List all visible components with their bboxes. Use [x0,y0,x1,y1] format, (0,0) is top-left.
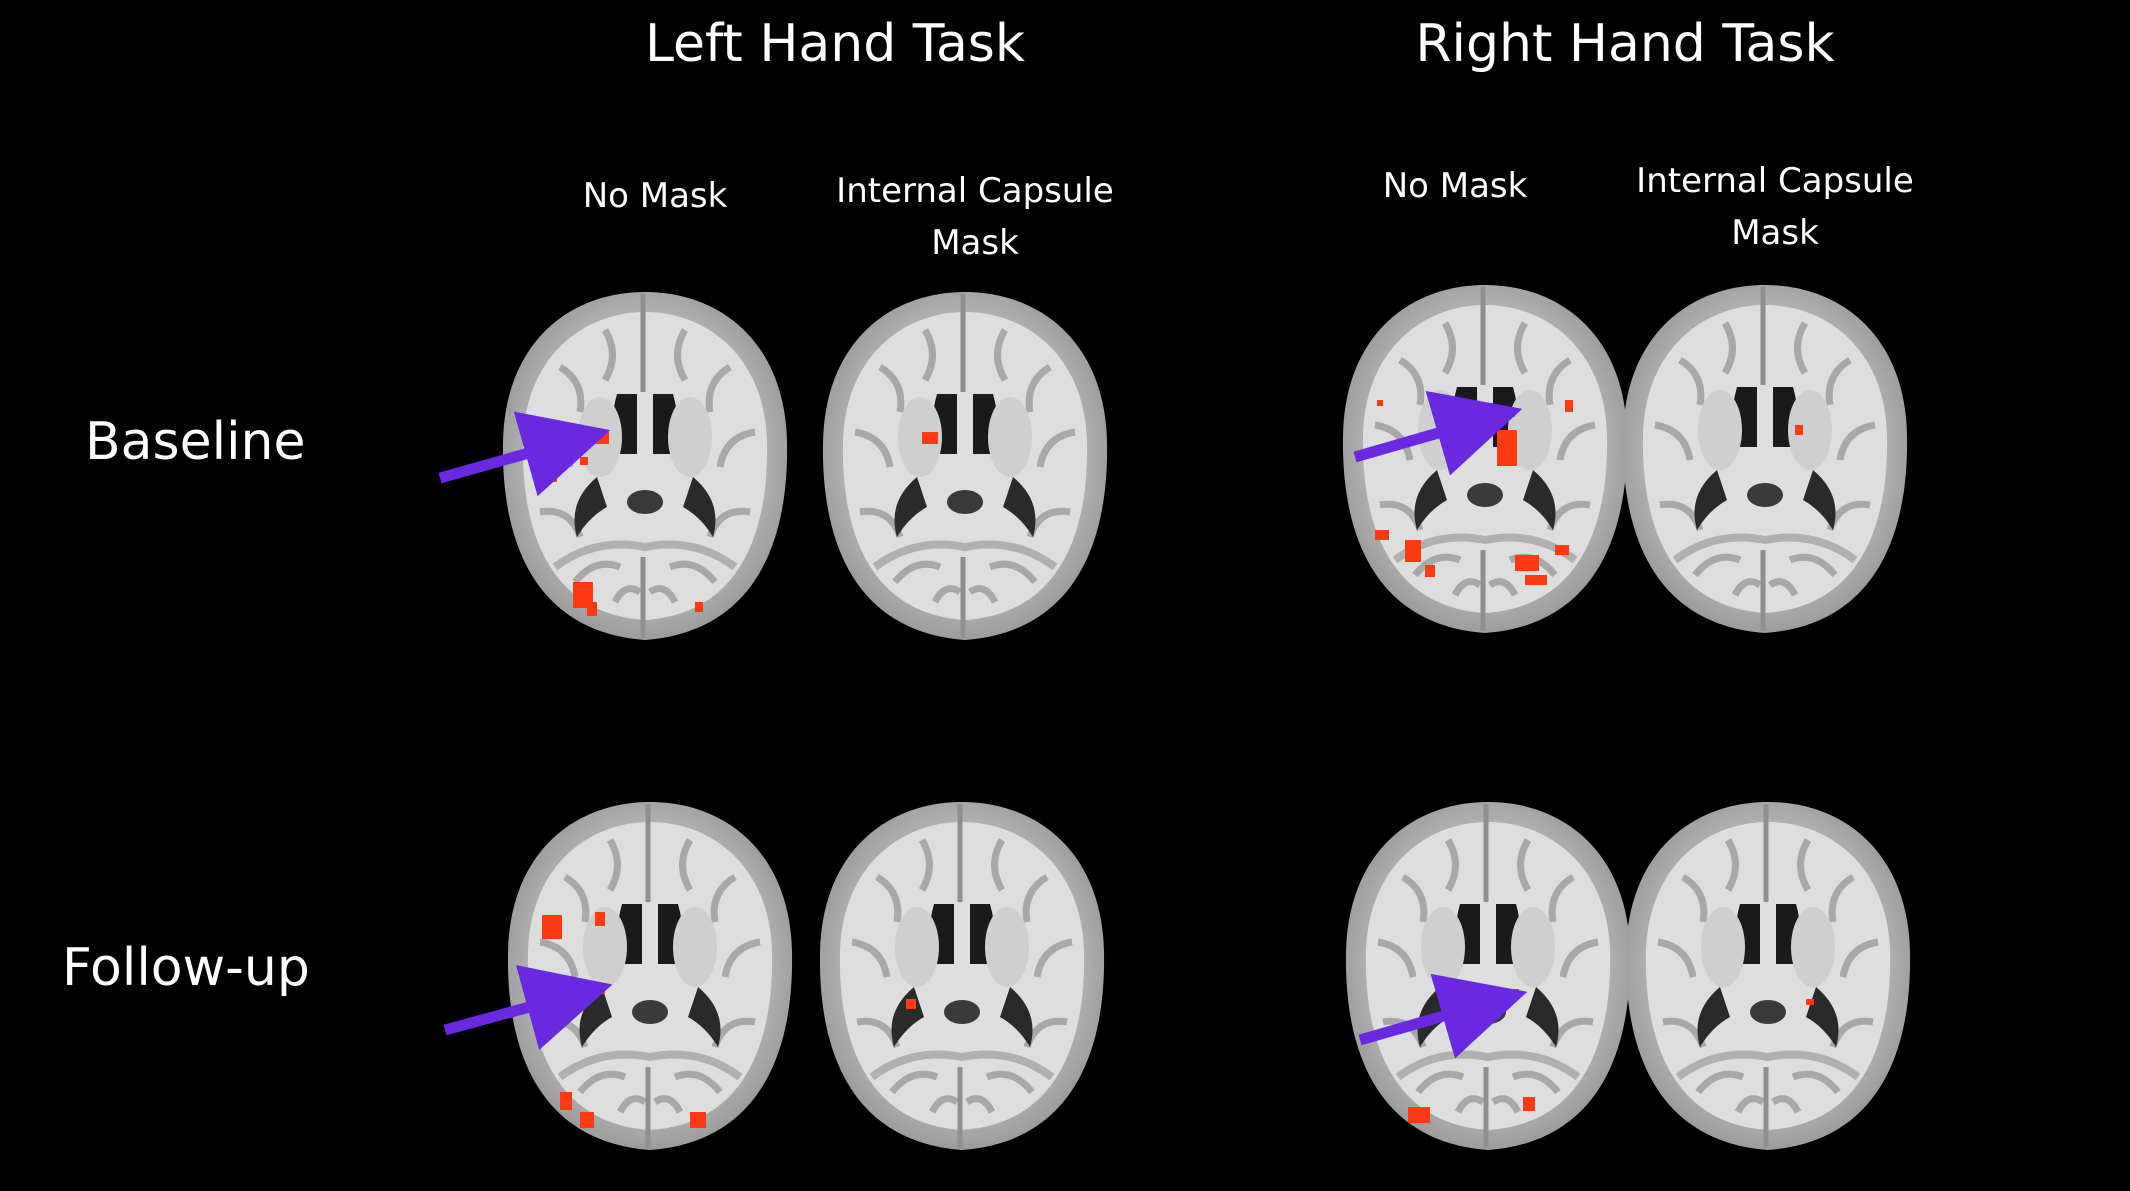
activation-cluster [1795,425,1803,435]
column-label-ic-mask-right: Internal Capsule Mask [1636,161,1914,253]
arrow-baseline-right [1353,390,1523,476]
column-label-no-mask-left: No Mask [582,176,728,216]
arrows [438,390,1528,1059]
activation-cluster [906,999,916,1009]
brain-baseline-right-no-mask [1343,285,1627,633]
brain-follow-up-right-ic-mask [1626,802,1910,1150]
activation-cluster [1806,999,1814,1005]
row-label-follow-up: Follow-up [62,938,310,998]
row-label-baseline: Baseline [85,412,306,472]
brain-baseline-right-ic-mask [1623,285,1907,633]
brain-follow-up-left-ic-mask [820,802,1104,1150]
brain-baseline-left-no-mask [503,292,787,640]
arrow-follow-up-left [443,965,613,1051]
brain-follow-up-left-no-mask [508,802,792,1150]
column-label-no-mask-right: No Mask [1382,166,1528,206]
arrow-follow-up-right [1358,973,1528,1059]
activation-clusters [542,912,706,1128]
section-title-right-hand: Right Hand Task [1415,14,1835,74]
column-label-ic-mask-left: Internal Capsule Mask [836,171,1114,263]
arrow-baseline-left [438,411,611,497]
activation-cluster [922,432,938,444]
section-title-left-hand: Left Hand Task [644,14,1026,74]
brain-follow-up-right-no-mask [1346,802,1630,1150]
brain-baseline-left-ic-mask [823,292,1107,640]
